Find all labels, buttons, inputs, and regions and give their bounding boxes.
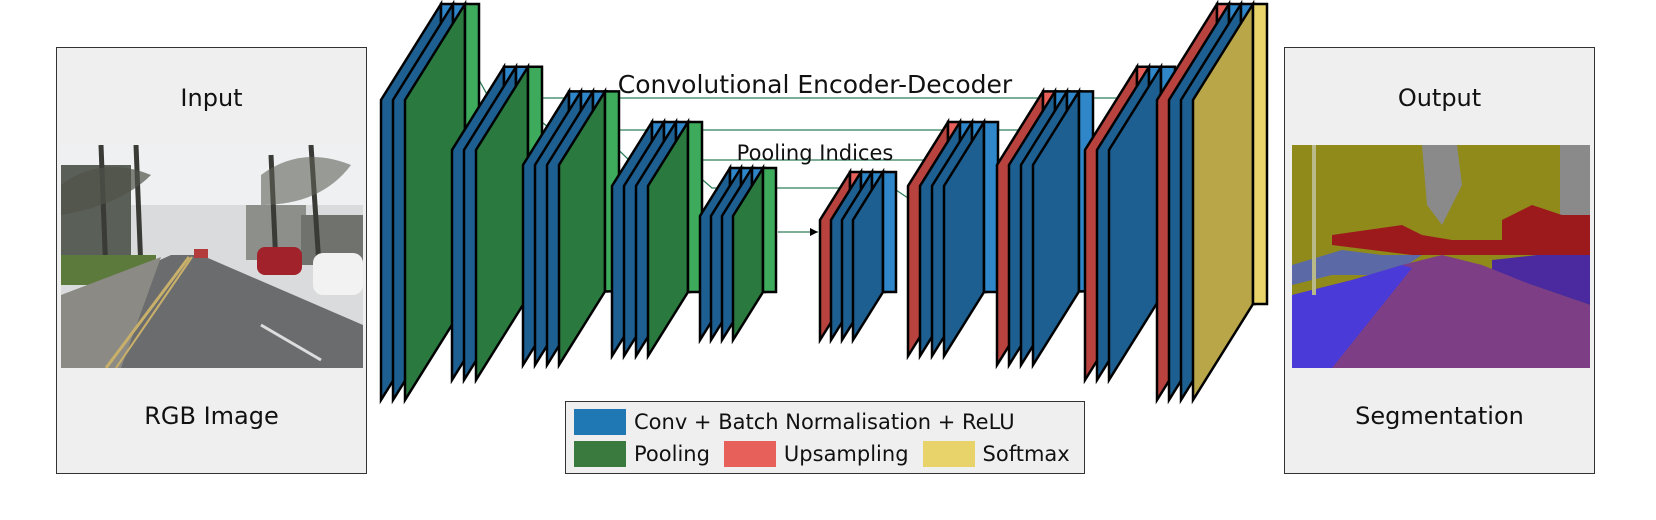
decoder-stage-1 <box>818 167 898 345</box>
legend-label-conv: Conv + Batch Normalisation + ReLU <box>634 410 1015 434</box>
legend-swatch-softmax <box>922 441 975 467</box>
pooling-indices-label: Pooling Indices <box>736 141 894 165</box>
legend: Conv + Batch Normalisation + ReLU Poolin… <box>565 401 1085 474</box>
legend-row-ops: Pooling Upsampling Softmax <box>574 440 1084 468</box>
legend-row-conv: Conv + Batch Normalisation + ReLU <box>574 408 1029 436</box>
segmentation-map-image <box>1292 145 1590 368</box>
legend-swatch-pooling <box>574 441 626 467</box>
legend-swatch-upsampling <box>723 441 776 467</box>
legend-label-pooling: Pooling <box>634 442 710 466</box>
input-title: Input <box>180 84 243 112</box>
decoder-stage-2 <box>906 117 1000 361</box>
encoder-stage-4-pool-layer-4 <box>646 117 704 361</box>
output-panel: Output Segmentation <box>1284 47 1595 474</box>
legend-swatch-conv <box>574 409 626 435</box>
network-title: Convolutional Encoder-Decoder <box>617 70 1013 99</box>
encoder-stage-4 <box>610 117 704 361</box>
decoder-stage-5 <box>1155 0 1269 405</box>
encoder-stage-5 <box>698 163 778 345</box>
network-layers <box>379 0 1269 405</box>
output-title: Output <box>1397 84 1482 112</box>
decoder-stage-3 <box>995 87 1095 370</box>
decoder-stage-2-conv-layer-4 <box>942 117 1000 361</box>
decoder-stage-5-softmax-layer-4 <box>1191 0 1269 405</box>
legend-label-upsampling: Upsampling <box>783 442 909 466</box>
bottleneck-arrowhead <box>810 228 818 236</box>
street-scene-image <box>61 145 363 368</box>
output-caption: Segmentation <box>1355 402 1524 430</box>
input-caption: RGB Image <box>144 402 279 430</box>
legend-label-softmax: Softmax <box>982 442 1070 466</box>
encoder-stage-3 <box>521 87 621 370</box>
decoder-stage-1-conv-layer-4 <box>851 167 898 345</box>
input-panel: Input RGB Image <box>56 47 367 474</box>
encoder-stage-5-pool-layer-4 <box>731 163 778 345</box>
